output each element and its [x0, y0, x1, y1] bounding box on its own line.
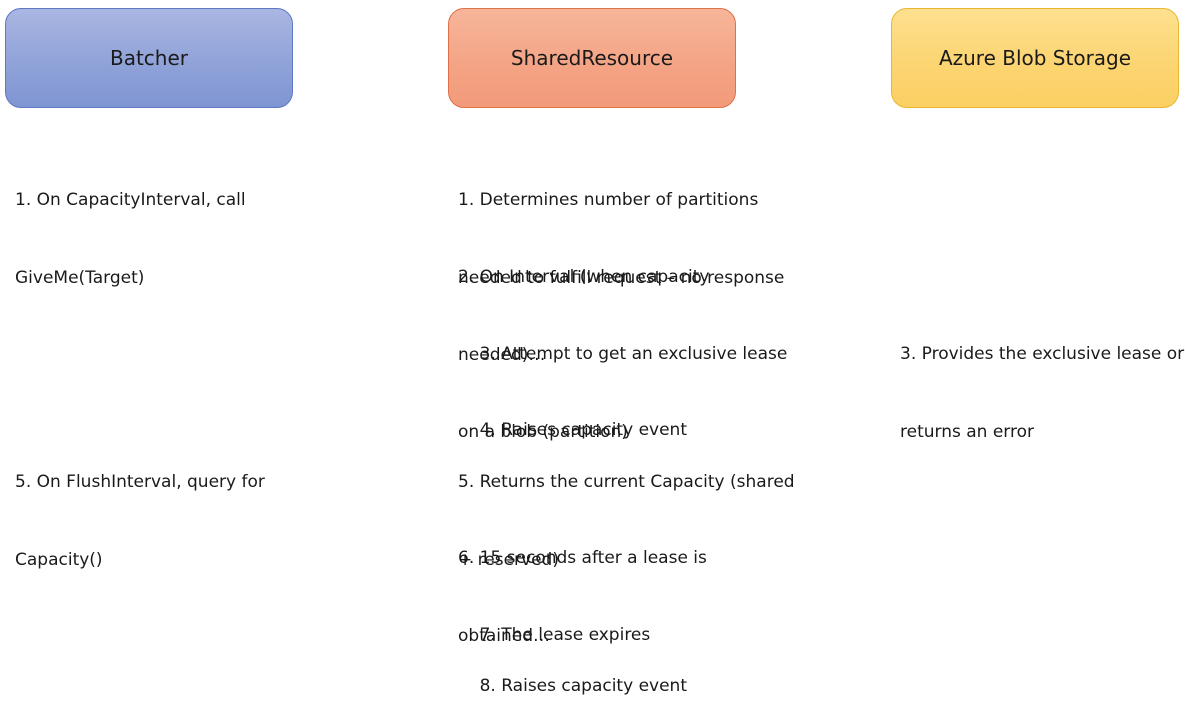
azure-blob-storage-box: Azure Blob Storage — [891, 8, 1179, 108]
shared-resource-title: SharedResource — [510, 46, 674, 70]
shared-step-7-line-1: 7. The lease expires — [458, 625, 651, 645]
batcher-title: Batcher — [109, 46, 189, 70]
batcher-step-1-line-1: 1. On CapacityInterval, call — [15, 190, 246, 210]
batcher-step-5-line-1: 5. On FlushInterval, query for — [15, 472, 265, 492]
shared-step-1: 1. Determines number of partitions neede… — [458, 135, 784, 317]
shared-step-5-line-2: + reserved) — [458, 550, 559, 570]
batcher-step-5-line-2: Capacity() — [15, 550, 103, 570]
shared-step-5-line-1: 5. Returns the current Capacity (shared — [458, 472, 795, 492]
shared-step-7: 7. The lease expires — [458, 570, 651, 674]
shared-step-2: 2. On Interval (when capacity needed)… — [458, 212, 709, 394]
shared-step-3-line-1: 3. Attempt to get an exclusive lease — [458, 344, 788, 364]
azure-step-3-line-2: returns an error — [900, 422, 1034, 442]
azure-step-3: 3. Provides the exclusive lease or retur… — [900, 289, 1184, 471]
shared-step-3: 3. Attempt to get an exclusive lease on … — [458, 289, 787, 471]
azure-step-3-line-1: 3. Provides the exclusive lease or — [900, 344, 1185, 364]
shared-step-2-line-1: 2. On Interval (when capacity — [458, 267, 710, 287]
shared-step-8: 8. Raises capacity event — [458, 621, 687, 725]
shared-step-4: 4. Raises capacity event — [458, 365, 687, 469]
batcher-step-1-line-2: GiveMe(Target) — [15, 268, 145, 288]
shared-step-4-line-1: 4. Raises capacity event — [458, 420, 687, 440]
shared-step-6-line-2: obtained… — [458, 626, 551, 646]
shared-resource-box: SharedResource — [448, 8, 736, 108]
shared-step-2-line-2: needed)… — [458, 345, 546, 365]
batcher-step-1: 1. On CapacityInterval, call GiveMe(Targ… — [15, 135, 246, 317]
shared-step-6-line-1: 6. 15 seconds after a lease is — [458, 548, 707, 568]
batcher-step-5: 5. On FlushInterval, query for Capacity(… — [15, 417, 265, 599]
shared-step-6: 6. 15 seconds after a lease is obtained… — [458, 493, 707, 675]
shared-step-5: 5. Returns the current Capacity (shared … — [458, 417, 795, 599]
shared-step-8-line-1: 8. Raises capacity event — [458, 676, 687, 696]
shared-step-1-line-2: needed to fulfill request – no response — [458, 268, 785, 288]
azure-blob-storage-title: Azure Blob Storage — [938, 46, 1132, 70]
shared-step-1-line-1: 1. Determines number of partitions — [458, 190, 759, 210]
shared-step-3-line-2: on a blob (partition) — [458, 422, 628, 442]
batcher-box: Batcher — [5, 8, 293, 108]
